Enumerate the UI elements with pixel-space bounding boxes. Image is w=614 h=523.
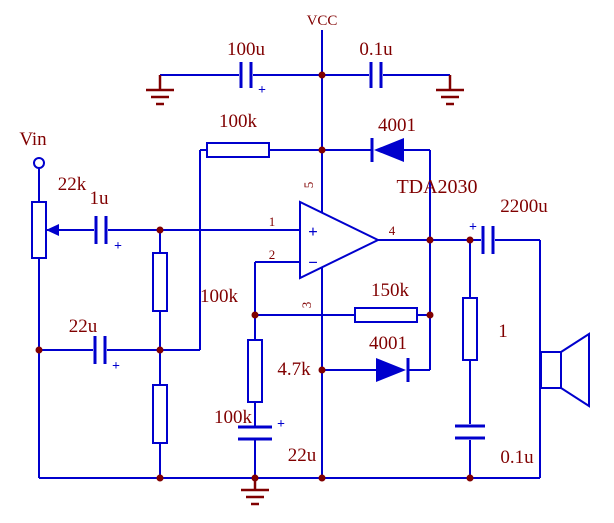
speaker (540, 332, 590, 408)
speaker-cone-icon (560, 332, 590, 408)
resistor-zobel-label: 1 (498, 321, 508, 342)
diode-top-label: 4001 (378, 115, 416, 136)
resistor-150k: 150k (354, 280, 418, 323)
amplifier: + − TDA2030 1 2 4 5 3 (269, 176, 478, 308)
junction-dot (318, 71, 326, 79)
diode-triangle-icon (376, 358, 406, 382)
junction-dot (251, 474, 259, 482)
resistor-100k-top-label: 100k (219, 111, 258, 132)
protection-diodes: 4001 4001 (369, 115, 416, 382)
bias-network: 100k 100k 100k + 22u (69, 111, 270, 444)
capacitor-100u: + 100u (227, 39, 266, 98)
resistor-body (247, 339, 263, 403)
vcc-label: VCC (307, 13, 338, 29)
resistor-4.7k: 4.7k (247, 339, 311, 403)
power-decoupling: VCC + 100u 0.1u (146, 13, 464, 506)
diode-4001-top: 4001 (370, 115, 416, 162)
polarity-plus: + (112, 359, 120, 374)
diode-triangle-icon (374, 138, 404, 162)
resistor-zobel-1ohm: 1 (462, 297, 508, 361)
resistor-body (31, 201, 47, 259)
polarity-plus: + (258, 83, 266, 98)
capacitor-22u-bias: + 22u (69, 316, 120, 374)
resistor-body (152, 252, 168, 312)
junction-dot (35, 346, 43, 354)
pin-3-label: 3 (299, 302, 314, 309)
junction-dot (426, 236, 434, 244)
speaker-magnet (540, 351, 562, 389)
resistor-100k-bottom: 100k (152, 384, 253, 444)
wires (38, 30, 541, 479)
junction-dot (318, 146, 326, 154)
capacitor-0.1u-label: 0.1u (359, 39, 393, 60)
junction-dot (156, 226, 164, 234)
polarity-plus: + (277, 417, 285, 432)
junction-dot (466, 236, 474, 244)
opamp-minus-icon: − (308, 253, 318, 272)
diode-4001-bottom: 4001 (369, 333, 410, 382)
resistor-150k-label: 150k (371, 280, 410, 301)
capacitor-22u-gain: + 22u (238, 417, 317, 466)
junction-dot (466, 474, 474, 482)
opamp-triangle (299, 200, 381, 280)
resistor-4.7k-label: 4.7k (277, 359, 311, 380)
capacitor-zobel-label: 0.1u (500, 447, 534, 468)
resistor-body (206, 142, 270, 158)
junction-dot (251, 311, 259, 319)
output-stage: + 2200u 1 0.1u (455, 196, 590, 468)
potentiometer-22k: 22k (31, 174, 87, 259)
resistor-body (462, 297, 478, 361)
capacitor-1u-label: 1u (90, 188, 110, 209)
pin-5-label: 5 (301, 182, 316, 189)
polarity-plus: + (469, 220, 477, 235)
pot-label: 22k (58, 174, 87, 195)
ground-symbol-left (146, 75, 174, 106)
capacitor-0.1u: 0.1u (359, 39, 393, 88)
junction-dot (318, 474, 326, 482)
resistor-100k-mid: 100k (152, 252, 239, 312)
capacitor-100u-label: 100u (227, 39, 266, 60)
pin-2-label: 2 (269, 247, 276, 262)
junction-dot (426, 311, 434, 319)
polarity-plus: + (114, 239, 122, 254)
resistor-100k-top: 100k (206, 111, 270, 158)
pin-4-label: 4 (389, 223, 396, 238)
ic-label: TDA2030 (396, 176, 477, 198)
capacitor-1u: + 1u (90, 188, 123, 254)
wiper-arrow-icon (46, 224, 59, 236)
capacitor-22u-bias-label: 22u (69, 316, 98, 337)
capacitor-zobel-0.1u: 0.1u (455, 424, 534, 468)
feedback-network: 150k 4.7k + 22u (238, 280, 418, 466)
junction-dot (318, 366, 326, 374)
diode-bottom-label: 4001 (369, 333, 407, 354)
capacitor-2200u-label: 2200u (500, 196, 548, 217)
resistor-body (152, 384, 168, 444)
opamp-plus-icon: + (308, 222, 318, 241)
vin-label: Vin (19, 129, 47, 150)
pin-1-label: 1 (269, 214, 276, 229)
ground-symbol-right (436, 75, 464, 106)
junction-dot (156, 346, 164, 354)
resistor-body (354, 307, 418, 323)
resistor-100k-bottom-label: 100k (214, 407, 253, 428)
resistor-100k-mid-label: 100k (200, 286, 239, 307)
junction-dot (156, 474, 164, 482)
ground-symbol-bottom (241, 478, 269, 506)
junction-dots (35, 71, 474, 482)
capacitor-22u-gain-label: 22u (288, 445, 317, 466)
input-terminal (33, 157, 45, 169)
capacitor-2200u: + 2200u (469, 196, 548, 254)
input-stage: Vin 22k + 1u (19, 129, 123, 259)
